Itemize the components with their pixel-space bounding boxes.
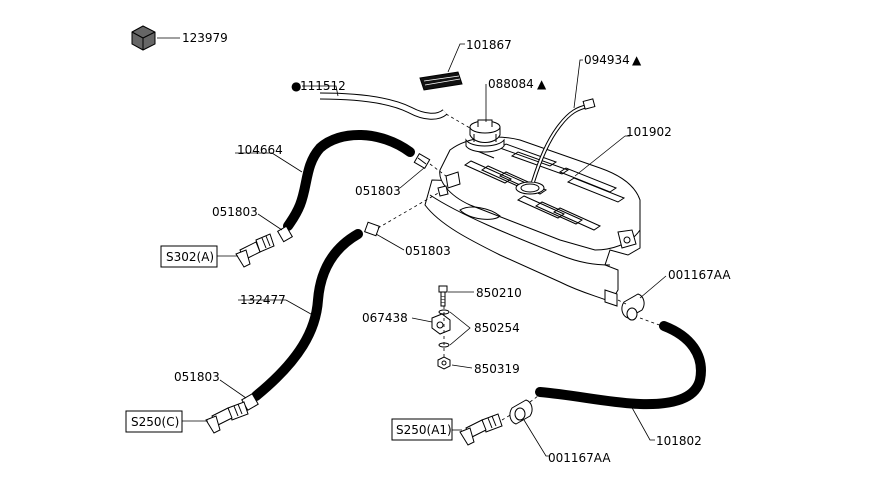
label-850210: 850210 — [476, 286, 522, 300]
ref-s250a1: S250(A1) — [396, 423, 452, 437]
label-051803-b: 051803 — [212, 205, 258, 219]
label-051803-d: 051803 — [174, 370, 220, 384]
part-104664-hose — [283, 129, 415, 231]
part-850210-bolt — [438, 285, 448, 307]
leader-001167AA-bottom — [523, 419, 550, 457]
ref-box-s302a — [160, 245, 218, 268]
ref-s302a: S302(A) — [166, 250, 214, 264]
leader-111512 — [302, 85, 339, 97]
leader-051803-c — [375, 233, 405, 251]
ref-box-s250a1 — [391, 418, 453, 441]
label-088084: 088084 — [488, 77, 534, 91]
part-001167AA-clamp-top — [621, 293, 645, 321]
leader-101902 — [574, 135, 626, 177]
leader-051803-d — [219, 379, 247, 399]
leader-094934 — [573, 59, 583, 109]
part-101867-plate — [419, 71, 463, 91]
label-111512: 111512 — [300, 79, 346, 93]
part-051803-clamp-c — [364, 221, 380, 237]
leader-051803-b — [257, 213, 283, 231]
leader-001167AA-top — [639, 275, 667, 299]
label-101802: 101802 — [656, 434, 702, 448]
label-001167AA-bottom: 001167AA — [548, 451, 611, 465]
part-088084-fuel-cap — [465, 119, 505, 153]
connector-s250a1 — [459, 413, 503, 446]
part-067438-bracket — [431, 313, 451, 335]
leader-067438 — [411, 317, 433, 323]
label-101867: 101867 — [466, 38, 512, 52]
part-051803-clamp-b — [276, 225, 294, 243]
connector-s302a — [235, 233, 275, 268]
fuel-tank-101902 — [424, 136, 641, 307]
label-123979: 123979 — [182, 31, 228, 45]
label-850254: 850254 — [474, 321, 520, 335]
part-001167AA-clamp-bottom — [509, 399, 533, 425]
leader-101867 — [447, 43, 465, 73]
label-051803-a: 051803 — [355, 184, 401, 198]
label-101902: 101902 — [626, 125, 672, 139]
leader-850319 — [451, 364, 473, 369]
label-104664: 104664 — [237, 143, 283, 157]
label-132477: 132477 — [240, 293, 286, 307]
part-051803-clamp-a — [413, 152, 431, 170]
part-101802-hose — [535, 321, 706, 410]
part-850319-nut — [437, 356, 451, 370]
leader-101802 — [629, 403, 655, 441]
label-001167AA-top: 001167AA — [668, 268, 731, 282]
symbol-triangle-088084: ▲ — [537, 77, 547, 91]
ref-box-s250c — [125, 410, 183, 433]
part-132477-hose — [251, 229, 363, 401]
leader-051803-a — [399, 167, 425, 189]
label-094934: 094934 — [584, 53, 630, 67]
leader-132477 — [285, 299, 319, 319]
symbol-dot-111512: ● — [291, 79, 301, 93]
connector-s250c — [205, 401, 249, 434]
symbol-triangle-094934: ▲ — [632, 53, 642, 67]
label-850319: 850319 — [474, 362, 520, 376]
leader-104664 — [271, 152, 303, 173]
label-051803-c: 051803 — [405, 244, 451, 258]
label-067438: 067438 — [362, 311, 408, 325]
leader-850254 — [449, 311, 471, 346]
part-123979-icon — [131, 25, 156, 51]
ref-s250c: S250(C) — [131, 415, 179, 429]
dash-111512 — [445, 113, 471, 129]
